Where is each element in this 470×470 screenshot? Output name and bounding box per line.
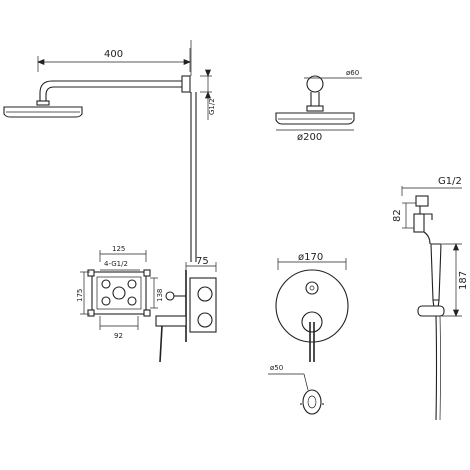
shower-head-top-view: ø60 ø200 <box>275 69 362 143</box>
box-depth-label: 75 <box>196 256 209 267</box>
arm-thread-label: G1/2 <box>208 98 216 115</box>
spout-dia-label: ø50 <box>270 364 283 372</box>
box-inner-height-label: 138 <box>156 289 164 302</box>
hand-shower-length-label: 187 <box>458 271 469 290</box>
overhead-shower-side-view: 400 G1/2 <box>3 48 216 120</box>
box-top-width-label: 125 <box>112 245 125 253</box>
arm-length-label: 400 <box>104 49 123 60</box>
head-plate-dia-label: ø60 <box>346 69 359 77</box>
box-ports-label: 4-G1/2 <box>104 260 128 268</box>
mixer-plate-dia-label: ø170 <box>298 252 323 263</box>
mixer-front-view: ø170 <box>275 252 349 362</box>
hand-shower-assembly: G1/2 82 187 <box>392 176 469 421</box>
box-bottom-width-label: 92 <box>114 332 123 340</box>
riser-pipe <box>190 40 197 262</box>
spout-detail: ø50 <box>268 364 324 415</box>
head-dia-label: ø200 <box>297 132 322 143</box>
holder-height-label: 82 <box>392 209 403 222</box>
mixer-side-view: 75 <box>155 256 217 363</box>
concealed-box-front-view: 125 4-G1/2 175 138 92 <box>76 245 164 340</box>
elbow-thread-label: G1/2 <box>438 176 462 187</box>
box-height-label: 175 <box>76 289 84 302</box>
